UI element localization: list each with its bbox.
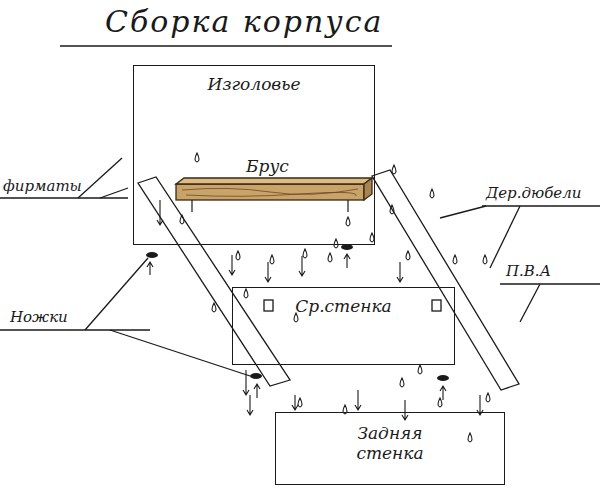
leader-line [110,330,250,376]
dowel-hole [432,300,441,311]
leader-line [100,188,128,198]
back-wall-panel: Задняя стенка [275,412,505,485]
leader-line [440,206,486,218]
side-rail [372,170,519,390]
middle-wall-panel: Ср.стенка [232,287,455,365]
dowel-hole [264,300,273,311]
glue-drops [147,153,490,442]
panel-label: Брус [246,156,310,176]
leader-line [500,283,600,284]
part-label: Дер.дюбели [486,184,581,202]
leader-line [85,258,148,330]
part-label: Ножки [10,308,68,326]
leader-line [520,284,540,322]
wood-beam [176,178,372,212]
panel-label: Изголовье [144,74,364,94]
leg-mark [146,244,449,381]
headboard-panel: ИзголовьеБрус [133,65,375,245]
beam-part: Брус [238,156,318,182]
leader-line [0,197,128,198]
panel-label: Задняя стенка [355,423,425,464]
diagram-title: Сборка корпуса [105,4,383,40]
side-rail [138,177,290,386]
leader-line [482,205,600,206]
part-label: П.В.А [506,262,551,280]
leader-line [490,206,520,268]
panel-label: Ср.стенка [243,296,444,316]
leader-line [0,329,150,330]
part-label: фирматы [3,177,82,195]
title-underline [60,45,392,46]
